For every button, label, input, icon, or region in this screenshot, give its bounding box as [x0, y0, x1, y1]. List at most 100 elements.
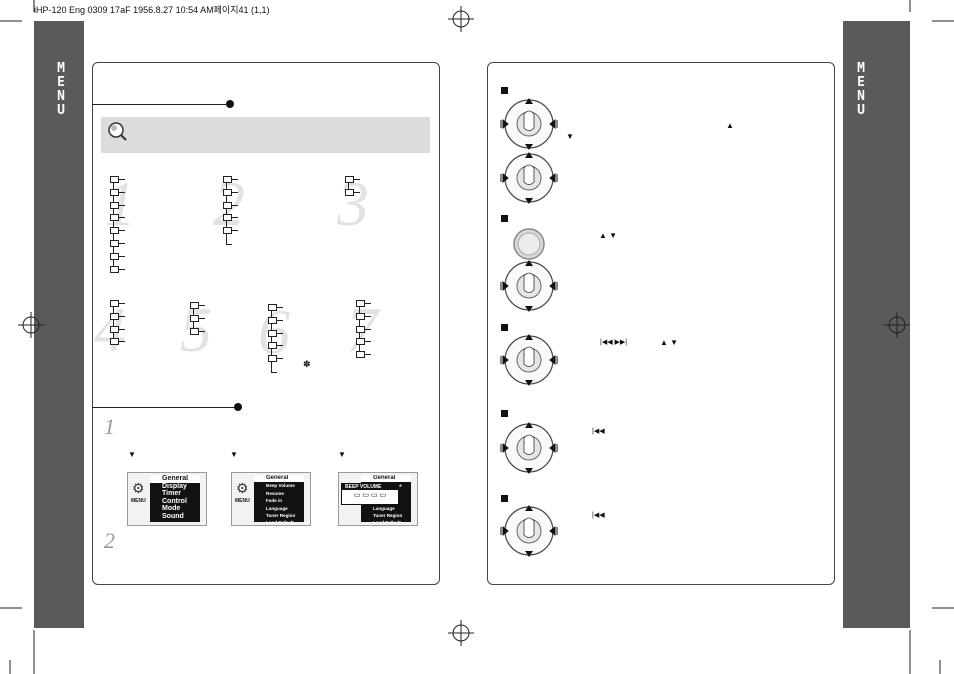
lcd-row: Tuner Region: [373, 513, 403, 519]
tree-node: [268, 355, 277, 363]
registration-mark-left: [18, 312, 44, 338]
lcd-row: Language: [373, 505, 395, 511]
note-box: [101, 117, 430, 153]
lcd-menu-label: MENU: [131, 498, 146, 504]
tree-node: [223, 176, 232, 183]
tree-node: [345, 188, 354, 196]
registration-mark-bottom: [448, 620, 474, 646]
section-dot-1: [226, 100, 234, 108]
gear-icon: ⚙: [132, 480, 145, 496]
navigation-wheel-icon: [500, 98, 558, 150]
lcd-row: Display: [162, 482, 187, 490]
section-rule-1: [92, 104, 230, 105]
tree-node: [223, 201, 232, 209]
tree-node: [356, 312, 365, 320]
tree-branch: [365, 303, 371, 304]
navigation-wheel-icon: [500, 505, 558, 557]
tree-branch: [271, 372, 277, 373]
tree-branch: [119, 255, 125, 257]
tree-node: [110, 300, 119, 307]
lcd-row: General: [150, 475, 200, 483]
lcd-row: Tuner Region: [266, 513, 296, 519]
tree-branch: [354, 191, 360, 193]
tree-branch: [119, 204, 125, 206]
tree-branch: [119, 303, 125, 304]
tree-branch: [119, 230, 125, 232]
navigation-wheel-icon: [500, 422, 558, 474]
lcd-row: Load Default: [254, 519, 304, 522]
tree-branch: [277, 332, 283, 334]
tree-node: [190, 327, 199, 335]
tree-branch: [232, 217, 238, 219]
updown-arrows-2: ▲ ▼: [660, 338, 679, 347]
lcd-row: Resume: [266, 490, 284, 496]
registration-mark-right: [884, 312, 910, 338]
tree-node: [110, 252, 119, 260]
tree-branch: [232, 191, 238, 193]
section-dot-2: [234, 403, 242, 411]
section-rule-2: [92, 407, 238, 408]
navigation-wheel-icon: [500, 334, 558, 386]
tree-branch: [119, 217, 125, 219]
tree-node: [223, 188, 232, 196]
lcd-row: Fade in: [266, 498, 283, 504]
lcd-row: Control: [162, 497, 187, 505]
tree-node: [110, 312, 119, 320]
up-arrow: ▲: [726, 121, 734, 130]
tree-node: [110, 176, 119, 183]
tree-branch: [365, 315, 371, 317]
tree-branch: [199, 330, 205, 332]
registration-mark-top: [448, 6, 474, 32]
step-square-3: [501, 324, 508, 331]
tree-branch: [365, 328, 371, 330]
tree-node: [110, 325, 119, 333]
tree-node: [356, 325, 365, 333]
prev-arrow-2: |◀◀: [592, 512, 605, 519]
tree-stem: [271, 304, 272, 372]
tree-node: [268, 316, 277, 324]
right-panel: [487, 62, 835, 585]
tree-node: [356, 300, 365, 307]
tree-node: [356, 338, 365, 346]
tree-branch: [365, 341, 371, 343]
tree-stem: [348, 176, 349, 193]
tree-branch: [119, 268, 125, 270]
tree-node: [110, 227, 119, 235]
tree-branch: [232, 230, 238, 232]
tree-node: [110, 188, 119, 196]
down-arrow-3: ▼: [338, 450, 346, 459]
print-header: iHP-120 Eng 0309 17aF 1956.8.27 10:54 AM…: [34, 5, 270, 15]
tree-stem: [113, 176, 114, 270]
lcd-row: Sound: [162, 512, 184, 520]
star-mark: ✽: [303, 359, 311, 369]
select-button-icon: [513, 228, 545, 260]
popup-title: BEEP VOLUME: [342, 484, 398, 490]
navigation-wheel-icon: [500, 152, 558, 204]
gear-icon: ⚙: [236, 480, 249, 496]
tree-branch: [119, 191, 125, 193]
tree-branch: [277, 345, 283, 347]
tree-stem: [226, 176, 227, 244]
tree-node: [110, 201, 119, 209]
tree-branch: [365, 354, 371, 356]
navigation-wheel-icon: [500, 260, 558, 312]
popup-values: ▭ ▭ ▭ ▭: [353, 492, 387, 499]
tree-node: [110, 338, 119, 346]
tree-branch: [277, 307, 283, 308]
tree-branch: [119, 341, 125, 343]
tree-node: [190, 314, 199, 322]
lcd-row: General: [361, 475, 411, 483]
tree-branch: [119, 315, 125, 317]
tree-branch: [119, 179, 125, 180]
lcd-row: Timer: [162, 490, 181, 498]
down-arrow-2: ▼: [230, 450, 238, 459]
lcd-row: General: [254, 475, 304, 483]
tree-node: [356, 351, 365, 359]
tree-number-1: 1: [104, 168, 136, 239]
step-1-number: 1: [104, 414, 115, 439]
